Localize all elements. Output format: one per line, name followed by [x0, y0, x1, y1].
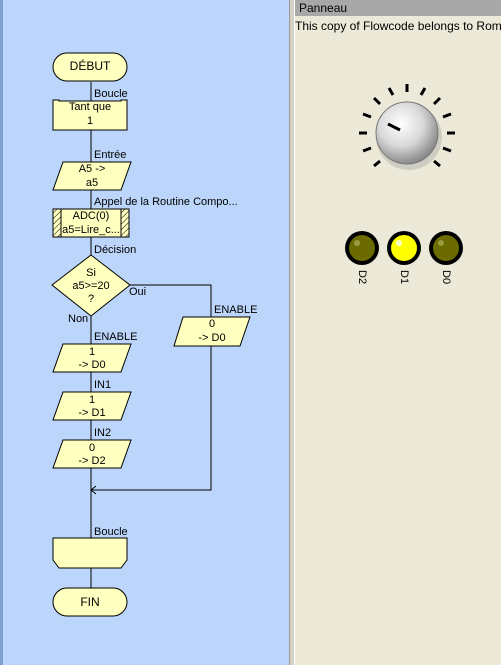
input-caption: Entrée [94, 149, 127, 161]
macro-line1: ADC(0) [72, 210, 110, 222]
output-enable-no-line1: 1 [88, 346, 96, 358]
output-in2-line1: 0 [88, 442, 96, 454]
loop-caption: Boucle [94, 88, 128, 100]
yes-branch-connector [127, 284, 212, 317]
panel: Panneau This copy of Flowcode belongs to… [295, 0, 501, 665]
decision-line1: Si [86, 267, 96, 279]
input-line2: a5 [85, 177, 99, 189]
flowchart-diagram [51, 52, 251, 617]
merge-connector [91, 346, 212, 491]
output-enable-yes-line2: -> D0 [198, 332, 226, 344]
output-enable-yes-caption: ENABLE [214, 304, 258, 316]
output-enable-no-line2: -> D0 [78, 359, 106, 371]
decision-line2: a5>=20 [72, 280, 110, 292]
led-label-d2: D2 [356, 270, 368, 285]
output-in2-line2: -> D2 [78, 455, 106, 467]
output-in2-shape[interactable] [52, 439, 132, 469]
output-enable-no-caption: ENABLE [94, 331, 138, 343]
knob-pointer [387, 122, 401, 132]
output-in1-shape[interactable] [52, 391, 132, 421]
macro-call-right-hatch [120, 208, 130, 238]
output-enable-no-shape[interactable] [52, 343, 132, 373]
splitter[interactable] [289, 0, 295, 665]
start-terminator[interactable] [52, 52, 128, 82]
panel-title: Panneau [295, 0, 501, 16]
output-enable-yes-shape[interactable] [173, 316, 251, 347]
loop-start-shape[interactable] [52, 99, 128, 131]
branch-yes-label: Oui [129, 286, 147, 298]
output-enable-yes-line1: 0 [208, 318, 216, 330]
led-d0 [429, 231, 463, 265]
loop-line2: 1 [86, 115, 94, 127]
input-line1: A5 -> [78, 163, 106, 175]
macro-caption: Appel de la Routine Compo... [94, 196, 238, 208]
potentiometer-knob[interactable] [352, 78, 462, 188]
led-d2 [345, 231, 379, 265]
start-label: DÉBUT [69, 59, 111, 73]
knob-scale-ticks [359, 84, 455, 168]
decision-caption: Décision [94, 244, 137, 256]
loop-end-shape[interactable] [52, 537, 128, 569]
decision-shape[interactable] [51, 254, 131, 317]
macro-line2: a5=Lire_c... [62, 224, 120, 236]
license-notice: This copy of Flowcode belongs to Rom's [295, 19, 501, 33]
merge-arrow [90, 485, 97, 495]
led-label-d1: D1 [398, 270, 410, 285]
end-terminator[interactable] [52, 587, 128, 617]
end-label: FIN [80, 595, 100, 609]
macro-call-left-hatch [52, 208, 62, 238]
output-in1-line1: 1 [88, 394, 96, 406]
decision-line3: ? [87, 293, 95, 305]
output-in2-caption: IN2 [94, 427, 112, 439]
led-label-d0: D0 [440, 270, 452, 285]
canvas-border [0, 0, 3, 665]
loop-end-caption: Boucle [94, 526, 128, 538]
input-shape[interactable] [52, 161, 132, 191]
output-in1-caption: IN1 [94, 379, 112, 391]
loop-line1: Tant que [68, 101, 112, 113]
branch-no-label: Non [68, 313, 89, 325]
led-d1 [387, 231, 421, 265]
output-in1-line2: -> D1 [78, 407, 106, 419]
